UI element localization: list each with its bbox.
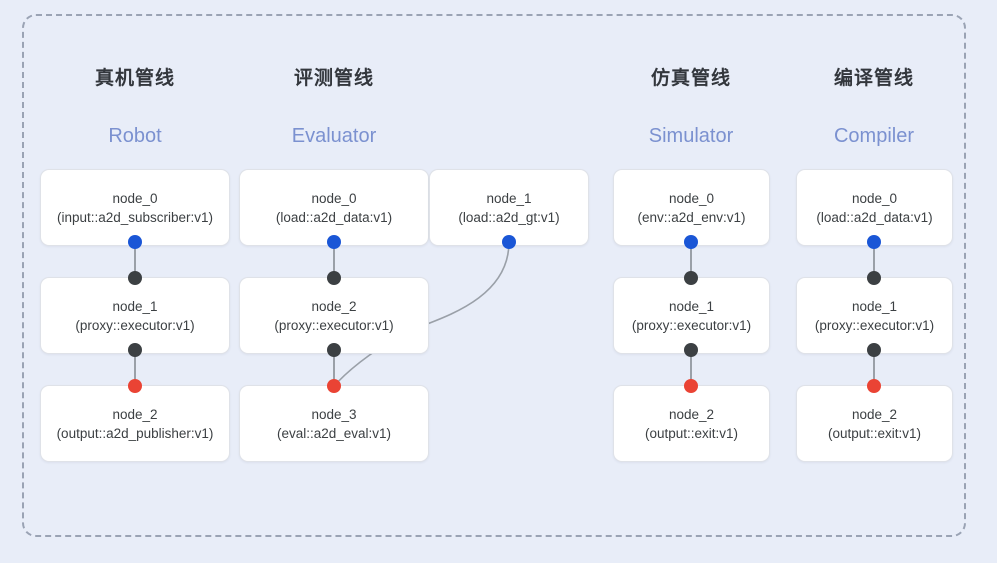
column-title-en-evaluator: Evaluator: [291, 125, 377, 147]
port-output-robot-node-1[interactable]: [128, 343, 142, 357]
node-label-name: node_1: [112, 298, 158, 314]
node-label-name: node_1: [668, 298, 715, 314]
port-input-eval-node-3[interactable]: [327, 379, 341, 393]
node-label-type: (load::a2d_data:v1): [275, 209, 393, 225]
node-label-type: (input::a2d_subscriber:v1): [56, 209, 214, 225]
port-output-sim-node-1[interactable]: [684, 343, 698, 357]
column-title-cn-compiler: 编译管线: [833, 68, 914, 89]
node-comp-node-1[interactable]: node_1 (proxy::executor:v1): [796, 277, 953, 354]
node-label-type: (load::a2d_data:v1): [816, 209, 933, 225]
node-robot-node-0[interactable]: node_0 (input::a2d_subscriber:v1): [40, 169, 230, 246]
node-label-name: node_1: [851, 298, 898, 314]
node-label-type: (eval::a2d_eval:v1): [276, 425, 392, 441]
node-label-type: (output::exit:v1): [644, 425, 739, 441]
column-title-cn-robot: 真机管线: [94, 68, 175, 89]
node-sim-node-1[interactable]: node_1 (proxy::executor:v1): [613, 277, 770, 354]
node-label-type: (proxy::executor:v1): [274, 317, 394, 333]
column-title-en-robot: Robot: [108, 125, 162, 147]
node-sim-node-0[interactable]: node_0 (env::a2d_env:v1): [613, 169, 770, 246]
port-input-sim-node-2[interactable]: [684, 379, 698, 393]
port-output-comp-node-1[interactable]: [867, 343, 881, 357]
node-label-name: node_0: [668, 190, 715, 206]
node-label-type: (env::a2d_env:v1): [637, 209, 746, 225]
node-label-name: node_1: [486, 190, 532, 206]
node-eval-node-3[interactable]: node_3 (eval::a2d_eval:v1): [239, 385, 429, 462]
node-robot-node-2[interactable]: node_2 (output::a2d_publisher:v1): [40, 385, 230, 462]
column-title-en-compiler: Compiler: [833, 125, 915, 147]
node-comp-node-0[interactable]: node_0 (load::a2d_data:v1): [796, 169, 953, 246]
port-output-eval-node-0[interactable]: [327, 235, 341, 249]
port-input-comp-node-1[interactable]: [867, 271, 881, 285]
node-label-name: node_0: [112, 190, 158, 206]
node-label-name: node_2: [112, 406, 158, 422]
node-label-name: node_2: [668, 406, 715, 422]
node-eval-node-2[interactable]: node_2 (proxy::executor:v1): [239, 277, 429, 354]
port-input-robot-node-2[interactable]: [128, 379, 142, 393]
node-label-type: (proxy::executor:v1): [631, 317, 752, 333]
node-comp-node-2[interactable]: node_2 (output::exit:v1): [796, 385, 953, 462]
node-sim-node-2[interactable]: node_2 (output::exit:v1): [613, 385, 770, 462]
node-label-type: (output::a2d_publisher:v1): [56, 425, 214, 441]
column-title-cn-evaluator: 评测管线: [293, 68, 374, 89]
port-output-comp-node-0[interactable]: [867, 235, 881, 249]
node-label-type: (proxy::executor:v1): [75, 317, 195, 333]
column-title-en-simulator: Simulator: [648, 125, 734, 147]
node-label-name: node_2: [311, 298, 357, 314]
column-title-cn-simulator: 仿真管线: [650, 68, 731, 89]
node-label-type: (output::exit:v1): [827, 425, 922, 441]
node-eval-node-0[interactable]: node_0 (load::a2d_data:v1): [239, 169, 429, 246]
node-label-type: (proxy::executor:v1): [814, 317, 935, 333]
port-output-robot-node-0[interactable]: [128, 235, 142, 249]
node-label-name: node_3: [311, 406, 357, 422]
node-label-name: node_2: [851, 406, 898, 422]
node-label-name: node_0: [851, 190, 898, 206]
node-label-type: (load::a2d_gt:v1): [458, 209, 560, 225]
port-output-eval-node-2[interactable]: [327, 343, 341, 357]
port-input-robot-node-1[interactable]: [128, 271, 142, 285]
node-robot-node-1[interactable]: node_1 (proxy::executor:v1): [40, 277, 230, 354]
node-eval-node-1[interactable]: node_1 (load::a2d_gt:v1): [429, 169, 589, 246]
node-label-name: node_0: [311, 190, 357, 206]
port-output-sim-node-0[interactable]: [684, 235, 698, 249]
port-output-eval-node-1[interactable]: [502, 235, 516, 249]
port-input-eval-node-2[interactable]: [327, 271, 341, 285]
port-input-sim-node-1[interactable]: [684, 271, 698, 285]
port-input-comp-node-2[interactable]: [867, 379, 881, 393]
